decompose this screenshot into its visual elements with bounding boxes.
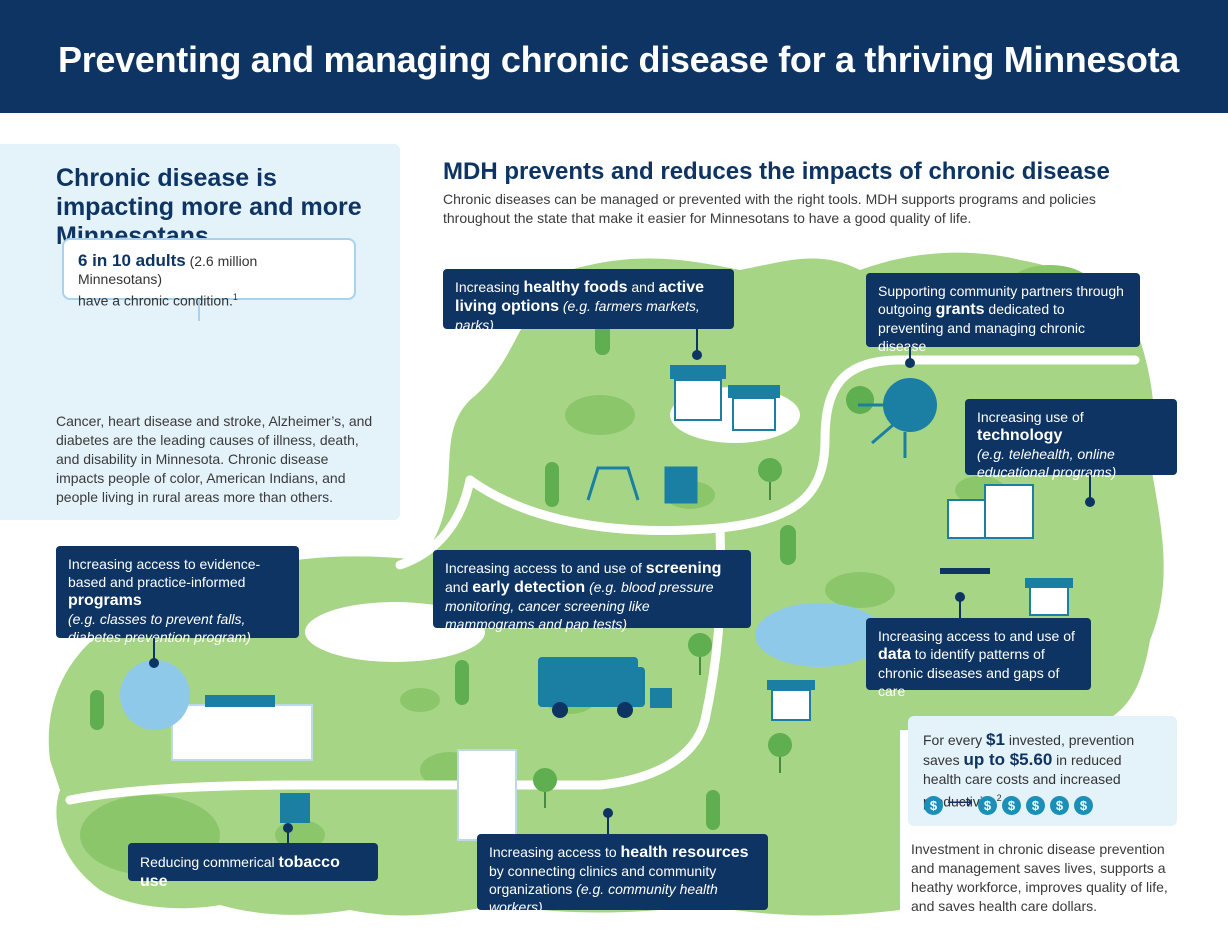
- dollar-icon: $: [1002, 796, 1021, 815]
- callout-bold: health resources: [620, 844, 749, 861]
- stat-paren: (2.6 million Minnesotans): [78, 253, 258, 287]
- callout-technology: Increasing use of technology (e.g. telehe…: [965, 399, 1177, 480]
- roi-footnote: 2: [996, 793, 1002, 803]
- callout-bold: technology: [977, 427, 1063, 444]
- page-header: Preventing and managing chronic disease …: [0, 0, 1228, 113]
- callout-example: (e.g. farmers markets, parks): [455, 298, 700, 333]
- page-title: Preventing and managing chronic disease …: [58, 39, 1180, 80]
- callout-bold: active living options: [455, 279, 705, 315]
- callout-health-resources: Increasing access to health resources by…: [477, 834, 768, 915]
- mdh-section-intro: Chronic diseases can be managed or preve…: [443, 191, 1096, 226]
- callout-connector: [909, 347, 911, 363]
- left-info-panel: [0, 144, 400, 520]
- callout-bold: screening: [645, 560, 722, 577]
- stat-bubble: 6 in 10 adults (2.6 million Minnesotans)…: [62, 238, 356, 309]
- callout-connector: [287, 831, 289, 843]
- dollar-icon: $: [1050, 796, 1069, 815]
- callout-example: (e.g. telehealth, online educational pro…: [977, 446, 1117, 480]
- callout-marker: [283, 823, 293, 833]
- roi-mid: invested, prevention saves: [923, 732, 1135, 768]
- callout-text: Increasing access to and use of: [878, 628, 1075, 644]
- dollar-icon: $: [1074, 796, 1093, 815]
- callout-text: Increasing access to and use of: [445, 560, 646, 576]
- callout-tobacco: Reducing commerical tobacco use: [128, 843, 378, 890]
- callout-bold: grants: [935, 301, 985, 318]
- callout-text: Reducing commerical: [140, 854, 279, 870]
- roi-post: in reduced health care costs and increas…: [923, 752, 1122, 810]
- callout-text: Increasing access to evidence-based and …: [68, 556, 261, 590]
- roi-pre: For every: [923, 732, 987, 748]
- callout-connector: [959, 600, 961, 618]
- callout-example: (e.g. community health workers): [489, 881, 718, 915]
- callout-connector: [1089, 475, 1091, 499]
- callout-example: (e.g. blood pressure monitoring, cancer …: [445, 579, 714, 632]
- stat-footnote: 1: [232, 292, 238, 302]
- callout-example: (e.g. classes to prevent falls, diabetes…: [68, 611, 251, 645]
- callout-programs: Increasing access to evidence-based and …: [56, 546, 299, 645]
- callout-text: and: [627, 279, 659, 295]
- bubble-tail: [198, 299, 200, 321]
- callout-text: and: [445, 579, 473, 595]
- callout-connector: [696, 329, 698, 353]
- callout-marker: [905, 358, 915, 368]
- callout-marker: [955, 592, 965, 602]
- callout-text: dedicated to preventing and managing chr…: [878, 301, 1086, 354]
- callout-bold: data: [878, 646, 911, 663]
- stat-bold: 6 in 10 adults: [78, 251, 186, 270]
- callout-marker: [149, 658, 159, 668]
- dollar-icon: $: [1026, 796, 1045, 815]
- callout-text: Supporting community partners through ou…: [878, 283, 1124, 317]
- closing-text: Investment in chronic disease prevention…: [911, 841, 1168, 914]
- roi-dollar: $1: [986, 730, 1005, 749]
- roi-text: For every $1 invested, prevention saves …: [923, 730, 1163, 812]
- callout-bold: early detection: [472, 579, 586, 596]
- arrow-icon: ⟶: [947, 792, 973, 812]
- callout-text: Increasing access to: [489, 844, 621, 860]
- callout-connector: [607, 816, 609, 834]
- dollar-icon: $: [978, 796, 997, 815]
- callout-healthy-foods: Increasing healthy foods and active livi…: [443, 269, 734, 333]
- mdh-section-title: MDH prevents and reduces the impacts of …: [443, 158, 1110, 185]
- roi-savings: up to $5.60: [963, 750, 1053, 769]
- callout-marker: [692, 350, 702, 360]
- callout-text: Increasing: [455, 279, 524, 295]
- callout-text: Increasing use of: [977, 409, 1084, 425]
- callout-bold: tobacco use: [140, 854, 340, 890]
- dollar-icon: $: [924, 796, 943, 815]
- callout-text: by connecting clinics and community orga…: [489, 863, 717, 897]
- callout-connector: [153, 638, 155, 660]
- callout-text: to identify patterns of chronic diseases…: [878, 646, 1060, 699]
- callout-data: Increasing access to and use of data to …: [866, 618, 1091, 699]
- stat-rest: have a chronic condition.: [78, 292, 233, 309]
- callout-screening: Increasing access to and use of screenin…: [433, 550, 751, 632]
- left-panel-body: Cancer, heart disease and stroke, Alzhei…: [56, 413, 373, 505]
- callout-marker: [1085, 497, 1095, 507]
- callout-bold: programs: [68, 592, 142, 609]
- callout-grants: Supporting community partners through ou…: [866, 273, 1140, 354]
- callout-bold: healthy foods: [523, 279, 628, 296]
- callout-marker: [603, 808, 613, 818]
- left-panel-title: Chronic disease is impacting more and mo…: [56, 164, 362, 250]
